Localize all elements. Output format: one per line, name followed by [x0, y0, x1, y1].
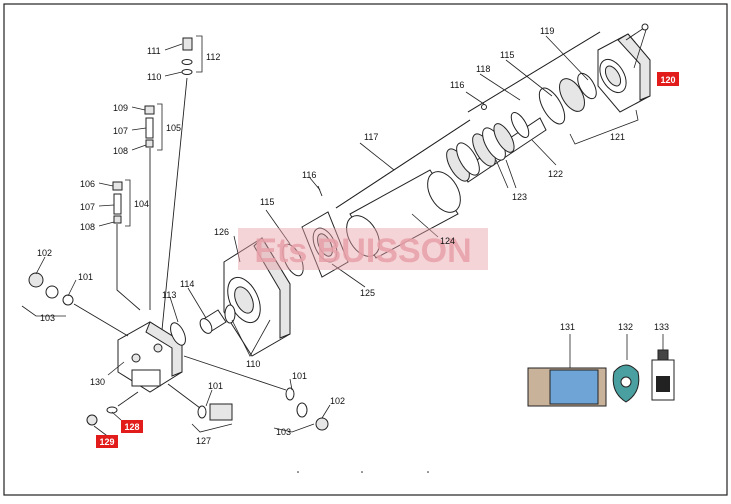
label-117: 117: [364, 132, 378, 142]
label-127: 127: [196, 436, 211, 446]
label-124: 124: [440, 236, 455, 246]
label-121: 121: [610, 132, 625, 142]
fitting-bottom-right: [183, 355, 329, 431]
label-108: 108: [113, 146, 128, 156]
pin-upper: [481, 104, 487, 110]
label-103b: 103: [276, 427, 291, 437]
label-129: 129: [99, 437, 114, 447]
label-130: 130: [90, 377, 105, 387]
fitting-left: [28, 272, 129, 337]
cylinder-head: [223, 237, 291, 357]
spool: [199, 309, 227, 334]
label-102b: 102: [330, 396, 345, 406]
label-123: 123: [512, 192, 527, 202]
seal-kit-box: [527, 367, 607, 407]
o-ring-left: [282, 243, 304, 277]
label-132: 132: [618, 322, 633, 332]
leader-lines: [21, 29, 664, 439]
label-116b: 116: [450, 80, 464, 90]
label-115b: 115: [500, 50, 514, 60]
rod-end-cap: [597, 33, 651, 113]
label-115: 115: [260, 197, 274, 207]
label-108b: 108: [80, 222, 95, 232]
cylinder-tube: [346, 169, 461, 259]
pin-left: [317, 185, 323, 197]
o-ring-head: [224, 304, 236, 324]
cap-bolt: [625, 23, 649, 41]
grease-bag-icon: [612, 364, 640, 403]
piston-seals: [446, 123, 515, 182]
label-133: 133: [654, 322, 669, 332]
label-111: 111: [147, 46, 161, 56]
label-101b: 101: [208, 381, 223, 391]
part-labels: 111 112 110 109 107 105 108 106 107 104 …: [37, 26, 669, 446]
fitting-bottom-mid: [167, 383, 233, 421]
o-ring-valve: [170, 322, 186, 346]
fitting-bottom-left: [86, 391, 139, 426]
svg-text:Ets BUISSON: Ets BUISSON: [254, 232, 471, 270]
label-107b: 107: [80, 202, 95, 212]
label-113: 113: [162, 290, 176, 300]
label-101c: 101: [292, 371, 307, 381]
fitting-top: [161, 37, 193, 331]
label-110b: 110: [246, 359, 260, 369]
label-126: 126: [214, 227, 229, 237]
label-119: 119: [540, 26, 554, 36]
label-101: 101: [78, 272, 93, 282]
label-109: 109: [113, 103, 128, 113]
bottom-marks: [297, 471, 429, 473]
label-112: 112: [206, 52, 220, 62]
oil-bottle-icon: [651, 349, 675, 401]
label-120: 120: [660, 75, 675, 85]
watermark: Ets BUISSON: [238, 228, 488, 270]
label-110: 110: [147, 72, 161, 82]
valve-body: [117, 321, 183, 393]
tie-rod-upper: [467, 31, 601, 113]
tie-rod: [335, 119, 471, 209]
spring-assembly-104: [112, 181, 141, 311]
diagram-border: [3, 3, 728, 496]
label-104: 104: [134, 199, 149, 209]
highlighted-labels: 120 128 129: [96, 72, 679, 448]
label-107: 107: [113, 126, 128, 136]
label-122: 122: [548, 169, 563, 179]
flange-plate: [301, 211, 349, 278]
label-114: 114: [180, 279, 194, 289]
label-125: 125: [360, 288, 375, 298]
label-116: 116: [302, 170, 316, 180]
label-105: 105: [166, 123, 181, 133]
label-103: 103: [40, 313, 55, 323]
label-118: 118: [476, 64, 490, 74]
label-128: 128: [124, 422, 139, 432]
label-131: 131: [560, 322, 575, 332]
label-106: 106: [80, 179, 95, 189]
label-102: 102: [37, 248, 52, 258]
rod-guide: [510, 72, 597, 138]
